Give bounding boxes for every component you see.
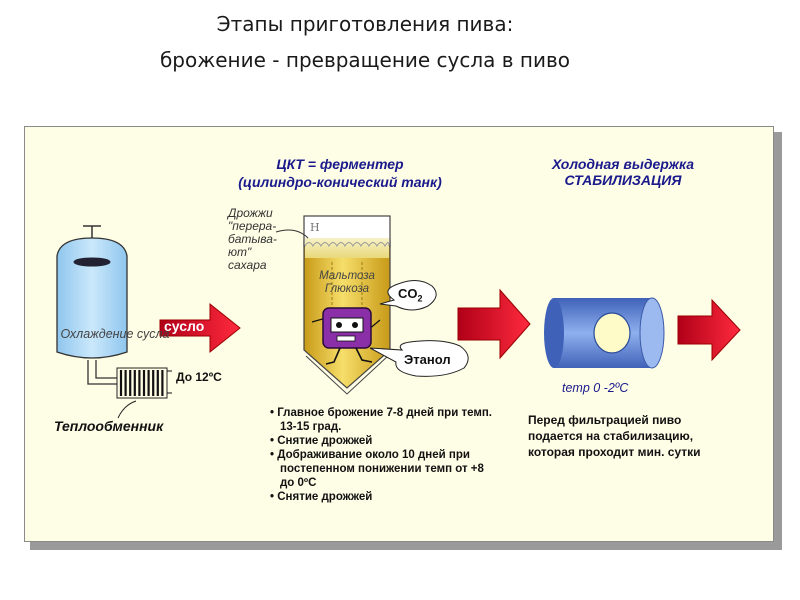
stabilization-title-1: Холодная выдержка (551, 156, 695, 172)
title-line-2: брожение - превращение сусла в пиво (159, 48, 571, 72)
stabilization-title-2: СТАБИЛИЗАЦИЯ (564, 172, 682, 188)
title-line-1: Этапы приготовления пива: (216, 12, 514, 36)
ethanol-bubble (369, 340, 469, 377)
wort-arrow (159, 302, 241, 354)
cooling-tank (56, 225, 128, 359)
fermenter-tank (303, 215, 391, 395)
temperature-label: До 12ºС (176, 370, 222, 384)
yeast-character-icon (311, 307, 381, 365)
yeast-pointer (275, 229, 309, 239)
fermenter-title-1: ЦКТ = ферментер (276, 156, 404, 172)
stabilization-arrow (457, 288, 531, 360)
co2-bubble (379, 280, 437, 311)
heat-exchanger (116, 367, 172, 399)
fermenter-title-2: (цилиндро-конический танк) (238, 174, 442, 190)
wort-label: сусло (164, 318, 205, 334)
fermentation-step: Главное брожение 7-8 дней при темп. 13-1… (270, 406, 500, 434)
ethanol-label: Этанол (404, 352, 451, 367)
sugars-label: Мальтоза Глюкоза (319, 270, 375, 295)
tank-mark: H (310, 221, 320, 234)
yeast-note: Дрожжи "перера-батыва-ют" сахара (228, 206, 277, 272)
fermentation-step: Снятие дрожжей (270, 434, 500, 448)
fermentation-step: Дображивание около 10 дней при постепенн… (270, 448, 500, 490)
exchanger-callout (117, 400, 137, 419)
fermentation-step: Снятие дрожжей (270, 490, 500, 504)
fermentation-steps: Главное брожение 7-8 дней при темп. 13-1… (270, 406, 500, 504)
stabilization-cylinder (544, 297, 665, 369)
output-arrow (677, 298, 741, 362)
co2-label: CO2 (398, 286, 423, 304)
pipes (87, 360, 118, 385)
stabilization-description: Перед фильтрацией пиво подается на стаби… (528, 413, 701, 459)
stabilization-temp: temp 0 -2ºC (562, 381, 629, 395)
exchanger-label: Теплообменник (54, 418, 164, 434)
cooling-label: Охлаждение сусла (60, 327, 170, 341)
